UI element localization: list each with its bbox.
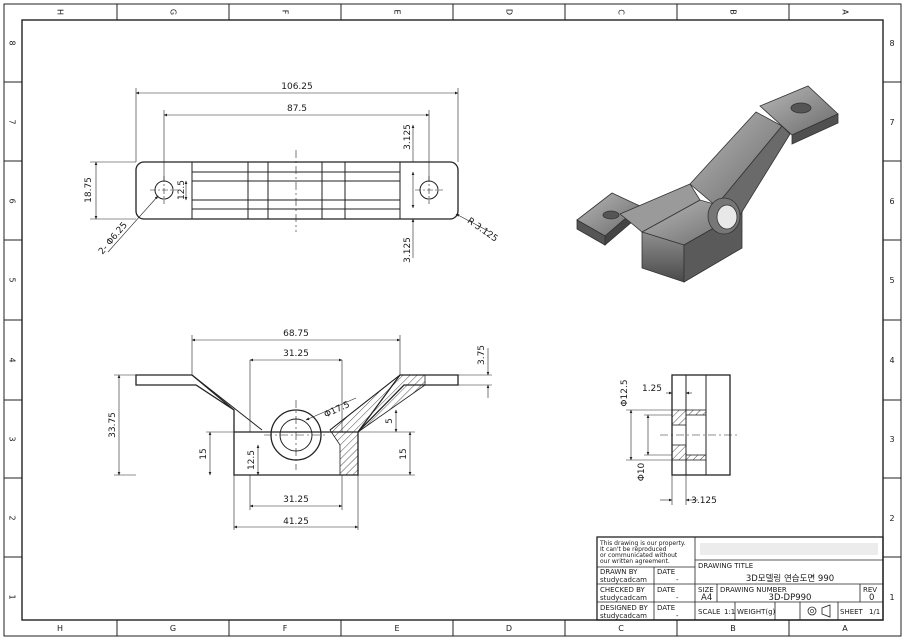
zone-label: F: [281, 10, 290, 15]
zone-label: 1: [8, 594, 17, 599]
zone-labels-right: 8 7 6 5 4 3 2 1: [889, 39, 894, 602]
dim-overall-length: 106.25: [281, 82, 313, 92]
zone-label: B: [729, 9, 738, 15]
zone-label: 4: [889, 356, 894, 365]
zone-label: D: [505, 9, 514, 15]
dim-thickness: 3.75: [477, 345, 487, 365]
size-label: SIZE: [698, 586, 714, 594]
dim-inner-dia: Φ10: [637, 462, 647, 481]
drawing-number-label: DRAWING NUMBER: [720, 586, 787, 594]
side-view-dimensions: Φ12.5 1.25 Φ10 3.125: [620, 379, 717, 506]
drawing-title-value: 3D모델링 연습도면 990: [746, 573, 834, 584]
zone-labels-left: 8 7 6 5 4 3 2 1: [8, 40, 17, 599]
dim-base-width: 41.25: [283, 517, 309, 527]
zone-label: 7: [889, 118, 894, 127]
date-value: -: [676, 594, 679, 602]
zone-label: F: [283, 624, 288, 633]
dim-wall: 3.125: [691, 496, 717, 506]
checked-by-value: studycadcam: [600, 594, 647, 602]
zone-label: G: [170, 624, 176, 633]
zone-label: H: [57, 624, 63, 633]
zone-label: 2: [8, 515, 17, 520]
ownership-note-line: This drawing is our property.: [599, 540, 686, 547]
scale-label: SCALE: [698, 608, 720, 616]
dim-height: 18.75: [84, 177, 94, 203]
isometric-view: [576, 85, 839, 283]
designed-by-value: studycadcam: [600, 612, 647, 620]
zone-label: 7: [8, 119, 17, 124]
drawing-title-label: DRAWING TITLE: [698, 562, 753, 570]
drawn-by-value: studycadcam: [600, 576, 647, 584]
dim-left-height: 15: [199, 448, 209, 459]
date-label: DATE: [657, 568, 675, 576]
dim-inner-height: 12.5: [177, 180, 187, 200]
border-frame: [3, 3, 902, 637]
front-view-dimensions: 68.75 31.25 3.75 33.75 Φ17.5 15 12.5 5 1…: [108, 329, 487, 527]
top-view: [90, 88, 491, 258]
ownership-note-line: It can't be reproduced: [600, 546, 667, 553]
dim-inner-span: 31.25: [283, 349, 309, 359]
zone-label: 6: [8, 198, 17, 203]
zone-label: 5: [8, 277, 17, 282]
zone-label: 8: [889, 39, 894, 48]
rev-value: 0: [869, 593, 874, 603]
zone-label: 6: [889, 197, 894, 206]
dim-right-height: 15: [399, 448, 409, 459]
zone-label: 5: [889, 276, 894, 285]
dim-top-span: 68.75: [283, 329, 309, 339]
zone-label: B: [730, 624, 736, 633]
zone-label: 3: [889, 435, 894, 444]
dim-outer-dia: Φ12.5: [620, 379, 630, 406]
rev-label: REV: [863, 586, 877, 594]
zone-label: A: [841, 9, 850, 15]
zone-labels-bottom: H G F E D C B A: [57, 624, 848, 633]
radius-note: R 3.125: [465, 216, 499, 244]
date-value: -: [676, 612, 679, 620]
zone-label: 4: [8, 357, 17, 362]
zone-label: A: [842, 624, 848, 633]
dim-hole-spacing: 87.5: [287, 104, 307, 114]
zone-label: H: [56, 9, 65, 15]
zone-label: G: [169, 9, 178, 15]
date-value: -: [676, 576, 679, 584]
ownership-note-line: our written agreement.: [600, 558, 670, 565]
title-block-text: This drawing is our property. It can't b…: [599, 540, 880, 620]
drawn-by-label: DRAWN BY: [600, 568, 638, 576]
sheet-value: 1/1: [869, 608, 880, 616]
zone-label: E: [393, 9, 402, 14]
zone-label: E: [394, 624, 399, 633]
side-view: [626, 374, 740, 505]
zone-label: C: [617, 9, 626, 15]
date-label: DATE: [657, 604, 675, 612]
dim-flange: 1.25: [642, 384, 662, 394]
dim-lower-offset: 3.125: [403, 237, 413, 263]
front-view: [114, 335, 492, 530]
zone-label: 3: [8, 436, 17, 441]
drawing-number-value: 3D-DP990: [769, 593, 812, 603]
holes-note: 2- Φ6.25: [97, 221, 130, 257]
title-block: [596, 536, 884, 621]
designed-by-label: DESIGNED BY: [600, 604, 648, 612]
zone-label: 1: [889, 593, 894, 602]
dim-upper-offset: 3.125: [403, 124, 413, 150]
weight-label: WEIGHT(g): [737, 608, 776, 616]
dim-base-inner: 31.25: [283, 495, 309, 505]
zone-labels-top: H G F E D C B A: [56, 9, 850, 15]
ownership-note-line: or communicated without: [600, 552, 678, 559]
zone-label: 8: [8, 40, 17, 45]
date-label: DATE: [657, 586, 675, 594]
size-value: A4: [701, 593, 712, 603]
zone-label: D: [506, 624, 512, 633]
dim-overall-height: 33.75: [108, 412, 118, 438]
scale-value: 1:1: [724, 608, 735, 616]
zone-label: C: [618, 624, 624, 633]
dim-right-step: 5: [385, 418, 395, 424]
zone-label: 2: [889, 514, 894, 523]
dim-bore-height: 12.5: [247, 450, 257, 470]
sheet-label: SHEET: [840, 608, 864, 616]
checked-by-label: CHECKED BY: [600, 586, 646, 594]
